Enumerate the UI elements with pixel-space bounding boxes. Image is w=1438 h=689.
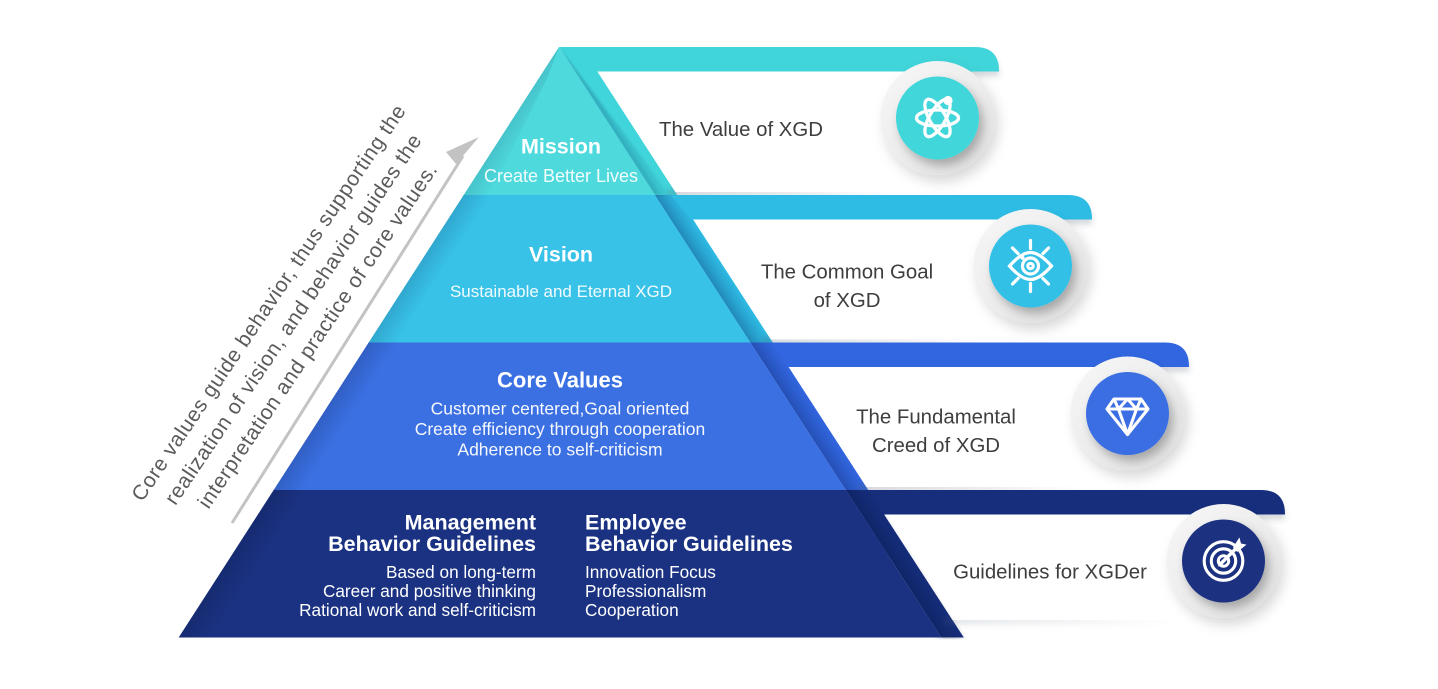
svg-text:Vision: Vision [529, 243, 593, 267]
svg-text:The Value of XGD: The Value of XGD [659, 119, 823, 141]
svg-text:Core Values: Core Values [497, 368, 623, 393]
svg-text:Innovation Focus: Innovation Focus [585, 562, 716, 582]
svg-text:Management: Management [405, 511, 536, 535]
svg-text:Sustainable and Eternal XGD: Sustainable and Eternal XGD [450, 282, 672, 301]
svg-text:Customer centered,Goal oriente: Customer centered,Goal oriented [431, 399, 690, 419]
svg-text:Based on long-term: Based on long-term [386, 562, 536, 582]
svg-text:of XGD: of XGD [814, 290, 881, 312]
svg-text:The Fundamental: The Fundamental [856, 407, 1016, 429]
svg-text:Behavior Guidelines: Behavior Guidelines [328, 532, 536, 556]
svg-text:Professionalism: Professionalism [585, 581, 706, 601]
svg-text:The Common Goal: The Common Goal [761, 262, 933, 284]
svg-text:Cooperation: Cooperation [585, 600, 679, 620]
svg-text:Create Better Lives: Create Better Lives [484, 166, 638, 186]
svg-text:Creed of XGD: Creed of XGD [872, 435, 1000, 457]
svg-text:Create efficiency through coop: Create efficiency through cooperation [415, 419, 706, 439]
svg-text:Guidelines for XGDer: Guidelines for XGDer [953, 562, 1147, 584]
svg-text:Behavior Guidelines: Behavior Guidelines [585, 532, 793, 556]
svg-text:Rational work and self-critici: Rational work and self-criticism [299, 600, 536, 620]
svg-text:Career and positive thinking: Career and positive thinking [323, 581, 536, 601]
svg-text:Employee: Employee [585, 511, 687, 535]
svg-text:Mission: Mission [521, 134, 601, 158]
svg-text:Adherence to self-criticism: Adherence to self-criticism [457, 440, 662, 460]
